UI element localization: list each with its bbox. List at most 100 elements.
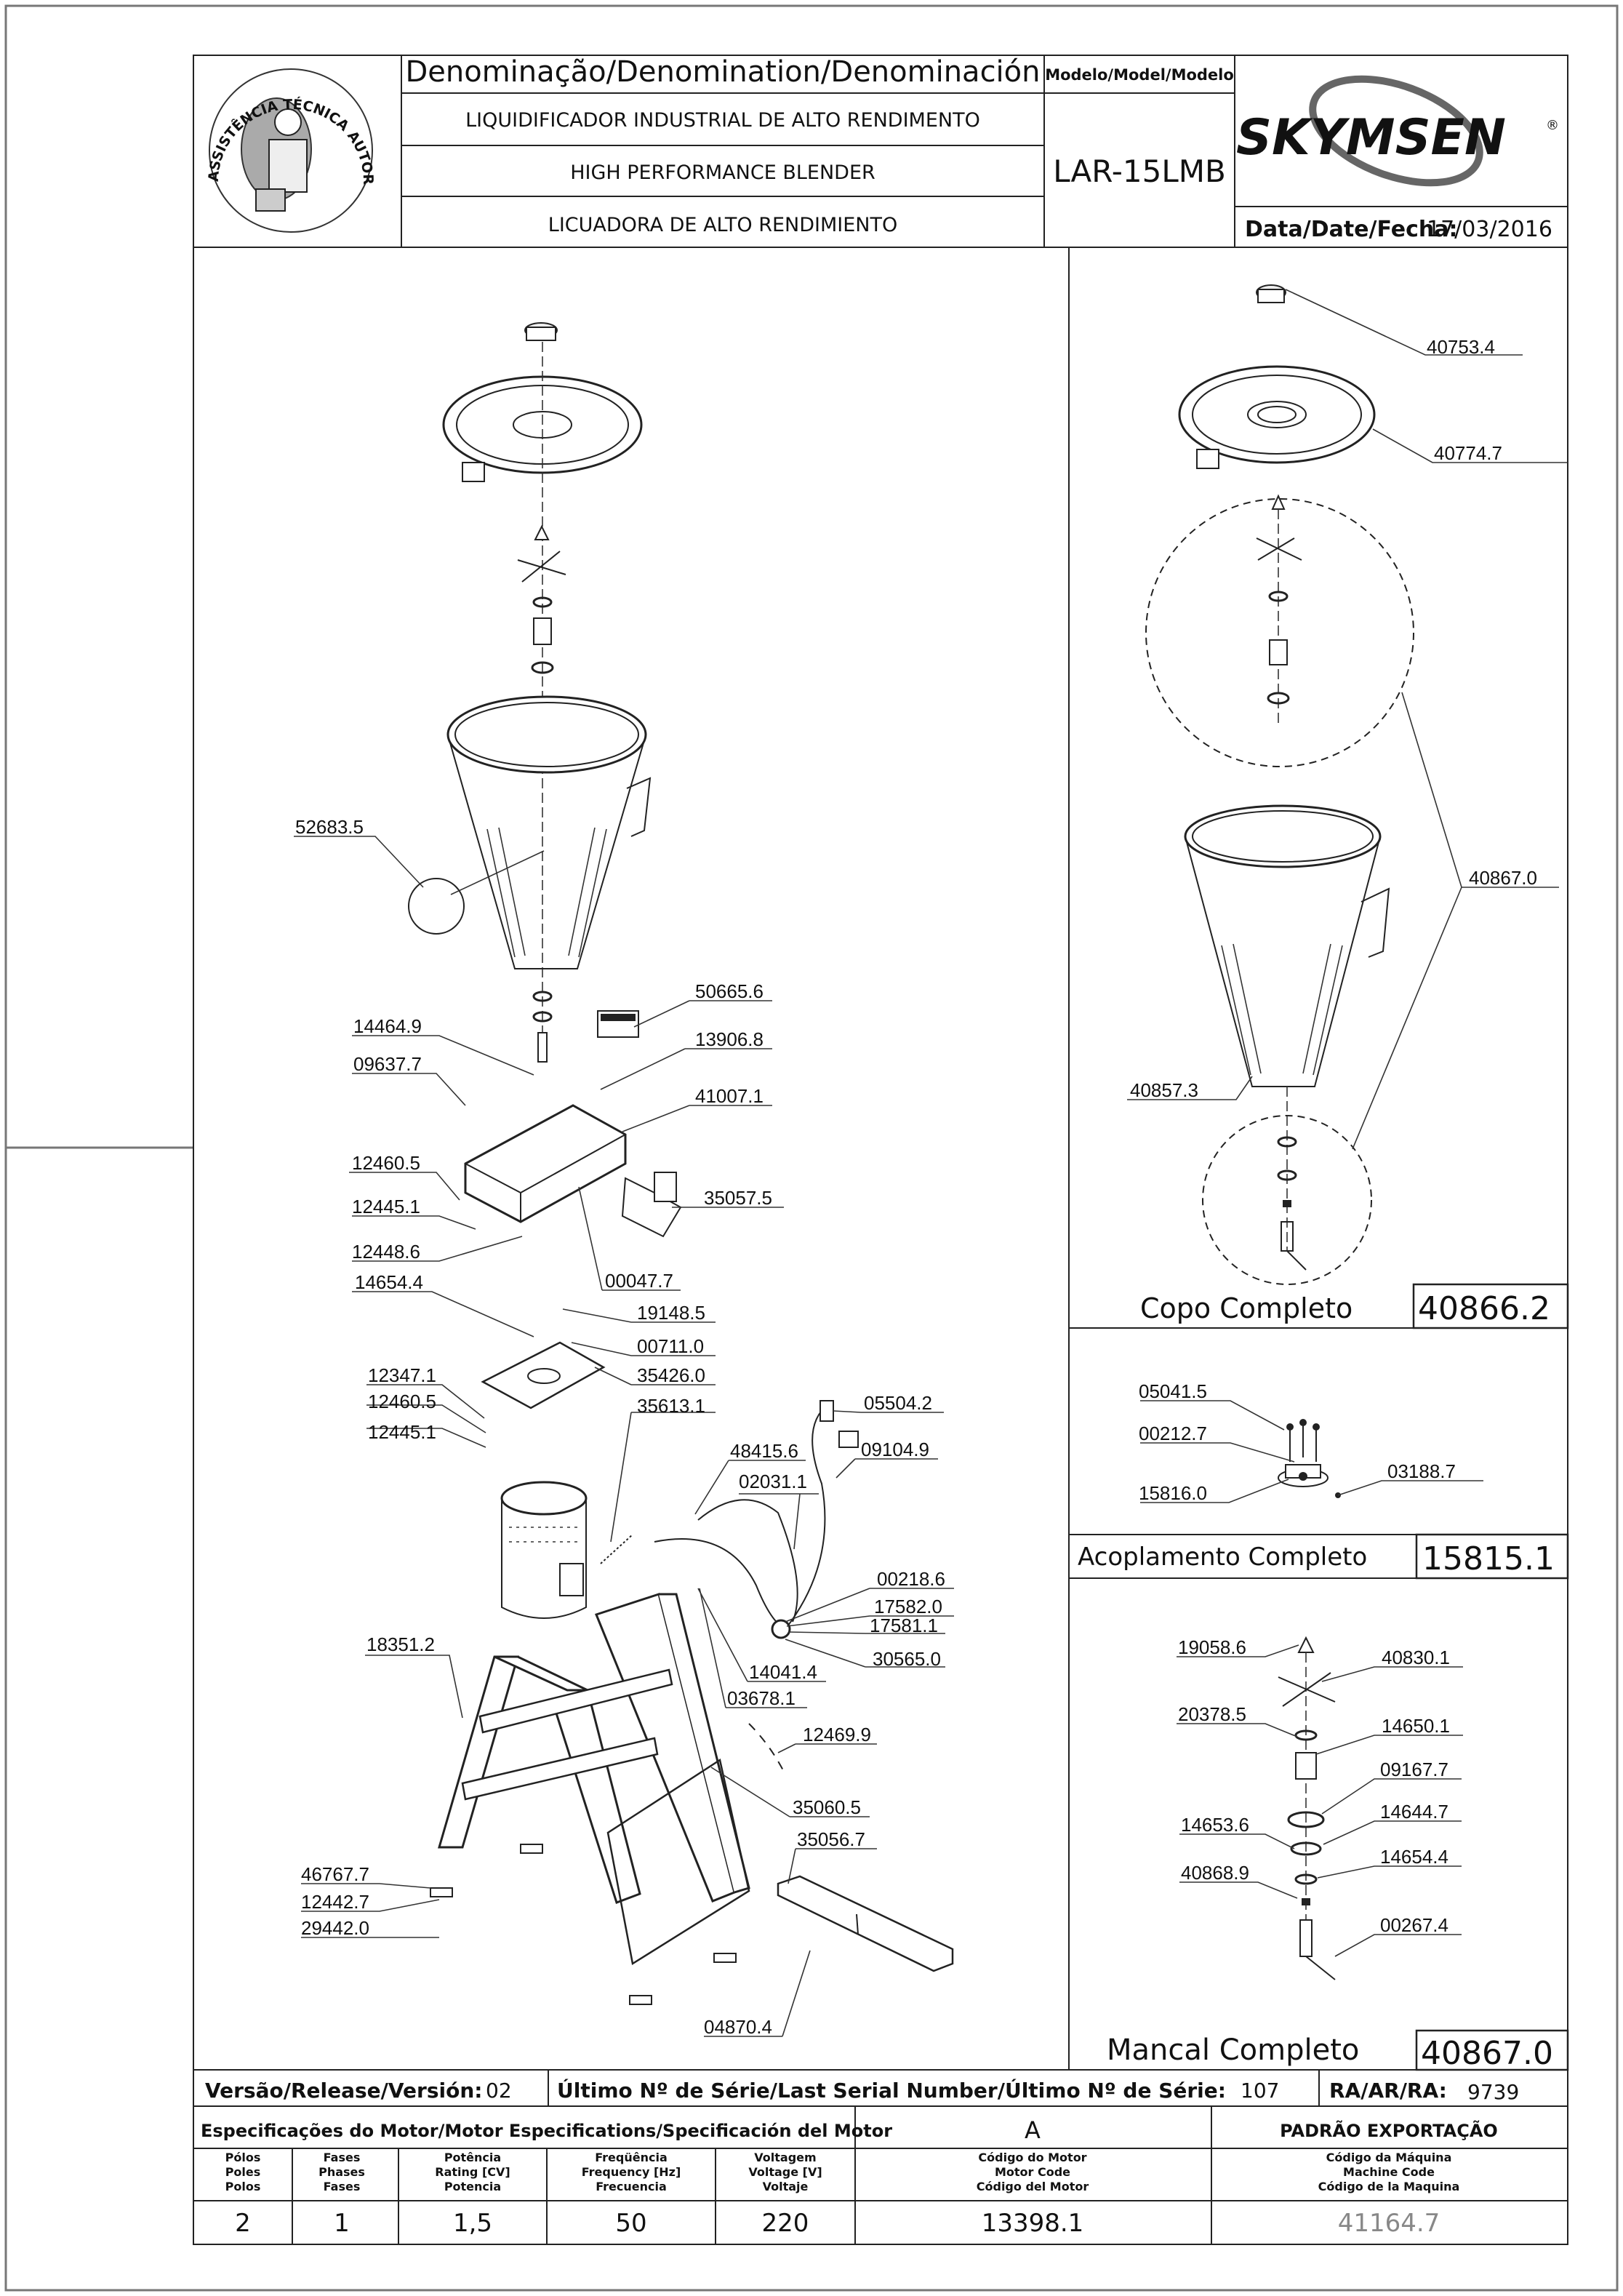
part-label: 35060.5 <box>793 1796 861 1818</box>
part-label: 12460.5 <box>368 1391 436 1412</box>
col-header: Poles <box>225 2165 261 2179</box>
name-pt: LIQUIDIFICADOR INDUSTRIAL DE ALTO RENDIM… <box>465 109 980 132</box>
col-header: Fases <box>324 2151 361 2164</box>
part-label: 12469.9 <box>803 1724 871 1745</box>
panel-acoplamento-completo: 05041.5 00212.7 03188.7 15816.0 Acoplame… <box>1069 1380 1569 1580</box>
ra-value: 9739 <box>1467 2080 1519 2104</box>
poles-value: 2 <box>235 2209 251 2238</box>
phases-value: 1 <box>334 2209 350 2238</box>
part-label: 09104.9 <box>861 1439 929 1460</box>
part-label: 40867.0 <box>1469 867 1537 889</box>
part-label: 17581.1 <box>870 1615 938 1636</box>
footer-block: Versão/Release/Versión: 02 Último Nº de … <box>193 2069 1568 2244</box>
part-label: 14653.6 <box>1181 1814 1249 1836</box>
part-label: 52683.5 <box>295 816 364 838</box>
copo-part-labels: 40753.4 40774.7 40867.0 40857.3 <box>1130 336 1537 1101</box>
part-label: 00711.0 <box>637 1335 704 1357</box>
part-label: 09167.7 <box>1380 1759 1448 1780</box>
frequency-value: 50 <box>615 2209 646 2238</box>
col-header: Pólos <box>225 2151 261 2164</box>
part-label: 04870.4 <box>704 2016 772 2038</box>
serial-label: Último Nº de Série/Last Serial Number/Úl… <box>557 2078 1226 2103</box>
part-label: 29442.0 <box>301 1917 369 1939</box>
part-label: 03188.7 <box>1387 1460 1456 1482</box>
part-label: 35613.1 <box>637 1395 705 1417</box>
mancal-code: 40867.0 <box>1421 2035 1553 2072</box>
serial-value: 107 <box>1241 2079 1279 2103</box>
part-label: 13906.8 <box>695 1028 764 1050</box>
version-label: Versão/Release/Versión: <box>205 2079 482 2103</box>
part-label: 14654.4 <box>355 1271 423 1293</box>
part-label: 12445.1 <box>368 1421 436 1443</box>
col-header: Freqüência <box>595 2151 668 2164</box>
col-header: Potência <box>444 2151 501 2164</box>
part-label: 14644.7 <box>1380 1801 1448 1823</box>
brand-name: SKYMSEN <box>1236 109 1506 167</box>
model-label: Modelo/Model/Modelo <box>1045 66 1234 84</box>
panel-mancal-completo: 19058.6 40830.1 20378.5 14650.1 09167.7 … <box>1107 1636 1569 2072</box>
col-header: Frequency [Hz] <box>582 2165 681 2179</box>
part-label: 40753.4 <box>1427 336 1495 358</box>
model-value: LAR-15LMB <box>1053 153 1226 189</box>
main-part-labels: 52683.5 50665.6 13906.8 14464.9 09637.7 … <box>295 816 945 2038</box>
name-en: HIGH PERFORMANCE BLENDER <box>570 161 875 184</box>
part-label: 14654.4 <box>1380 1846 1448 1868</box>
col-header: Polos <box>225 2180 261 2193</box>
brand-mark: ® <box>1546 118 1559 133</box>
page-border <box>4 4 1619 2292</box>
part-label: 41007.1 <box>695 1085 764 1107</box>
part-label: 00267.4 <box>1380 1914 1448 1936</box>
ra-label: RA/AR/RA: <box>1329 2079 1447 2103</box>
part-label: 05041.5 <box>1139 1380 1207 1402</box>
title-block: ASSISTÊNCIA TÉCNICA AUTORIZADA Denominaç… <box>0 0 1568 248</box>
motor-letter: A <box>1025 2116 1041 2144</box>
standard-label: PADRÃO EXPORTAÇÃO <box>1280 2120 1498 2141</box>
part-label: 12445.1 <box>352 1196 420 1217</box>
part-label: 35056.7 <box>797 1828 865 1850</box>
date-label: Data/Date/Fecha: <box>1245 217 1458 242</box>
part-label: 40830.1 <box>1382 1647 1450 1668</box>
col-header: Rating [CV] <box>435 2165 510 2179</box>
rating-value: 1,5 <box>453 2209 492 2238</box>
acoplamento-code: 15815.1 <box>1422 1540 1555 1577</box>
part-label: 30565.0 <box>873 1648 941 1670</box>
acoplamento-part-labels: 05041.5 00212.7 03188.7 15816.0 <box>1139 1380 1456 1504</box>
main-exploded-view: 52683.5 50665.6 13906.8 14464.9 09637.7 … <box>294 322 954 2038</box>
part-label: 35426.0 <box>637 1364 705 1386</box>
authorized-service-seal: ASSISTÊNCIA TÉCNICA AUTORIZADA <box>0 0 376 233</box>
name-es: LICUADORA DE ALTO RENDIMIENTO <box>548 214 897 236</box>
part-label: 15816.0 <box>1139 1482 1207 1504</box>
col-header: Phases <box>318 2165 365 2179</box>
col-header: Voltaje <box>763 2180 809 2193</box>
motor-spec-label: Especificações do Motor/Motor Especifica… <box>201 2121 892 2141</box>
part-label: 40774.7 <box>1434 442 1502 464</box>
part-label: 00212.7 <box>1139 1423 1207 1444</box>
col-header: Machine Code <box>1343 2165 1435 2179</box>
part-label: 14650.1 <box>1382 1715 1450 1737</box>
col-header: Potencia <box>444 2180 501 2193</box>
part-label: 09637.7 <box>353 1053 422 1075</box>
motor-code-value: 13398.1 <box>982 2209 1084 2238</box>
version-value: 02 <box>486 2079 512 2103</box>
part-label: 50665.6 <box>695 980 764 1002</box>
copo-title: Copo Completo <box>1140 1292 1352 1324</box>
col-header: Voltagem <box>754 2151 816 2164</box>
part-label: 14464.9 <box>353 1015 422 1037</box>
col-header: Código del Motor <box>977 2180 1089 2193</box>
part-label: 12460.5 <box>352 1152 420 1174</box>
col-header: Código de la Maquina <box>1318 2180 1460 2193</box>
col-header: Código do Motor <box>978 2151 1086 2164</box>
motor-table-values: 2 1 1,5 50 220 13398.1 41164.7 <box>235 2209 1440 2238</box>
part-label: 02031.1 <box>739 1471 807 1492</box>
assembly-panels <box>1068 247 1568 2070</box>
col-header: Motor Code <box>995 2165 1070 2179</box>
acoplamento-title: Acoplamento Completo <box>1078 1543 1367 1572</box>
skymsen-logo: SKYMSEN ® <box>1236 75 1559 187</box>
part-label: 17582.0 <box>874 1596 942 1617</box>
seal-text: ASSISTÊNCIA TÉCNICA AUTORIZADA <box>0 0 376 185</box>
drawing-border <box>193 55 1568 2245</box>
part-label: 05504.2 <box>864 1392 932 1414</box>
part-label: 19148.5 <box>637 1302 705 1324</box>
voltage-value: 220 <box>762 2209 809 2238</box>
